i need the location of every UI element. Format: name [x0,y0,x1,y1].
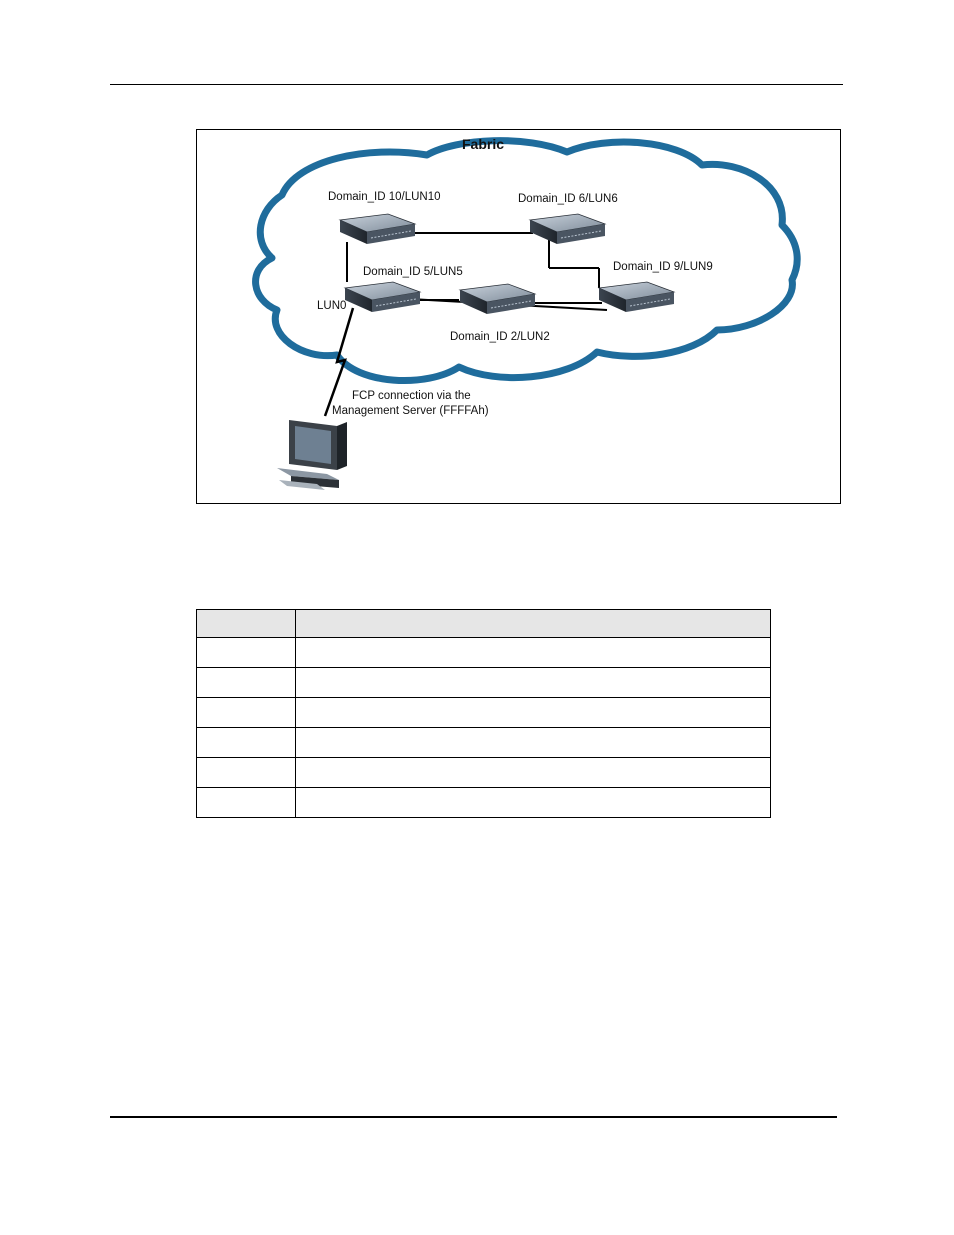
table-cell [196,637,296,668]
fabric-label: Fabric [462,136,505,152]
fabric-diagram-svg [252,137,801,490]
table-cell [295,667,771,698]
fabric-cloud [252,137,801,384]
switch-label-domain-9: Domain_ID 9/LUN9 [613,261,713,273]
table-row [196,727,771,758]
table-cell [196,667,296,698]
fcp-connection-bolt [323,307,355,417]
switch-label-domain-2: Domain_ID 2/LUN2 [450,331,550,343]
table-cell [295,637,771,668]
switch-label-domain-6: Domain_ID 6/LUN6 [518,193,618,205]
table-cell [196,757,296,788]
table-row [196,787,771,818]
table-cell [295,757,771,788]
table-header-row [196,609,771,638]
table-row [196,637,771,668]
table-row [196,757,771,788]
table-cell [295,787,771,818]
data-table [196,609,771,818]
table-header-cell [196,609,296,638]
footer-rule [110,1116,837,1118]
fabric-diagram: Fabric Domain_ID 10/LUN10 Domain_ID 6/LU… [196,129,841,504]
table-row [196,697,771,728]
switch-label-domain-5: Domain_ID 5/LUN5 [363,266,463,278]
table-cell [196,727,296,758]
table-cell [196,787,296,818]
switch-domain-9 [597,281,676,312]
computer-icon [277,420,347,490]
switch-domain-5 [343,281,422,312]
header-rule [110,84,843,85]
table-cell [295,727,771,758]
switch-domain-10 [338,213,417,244]
table-row [196,667,771,698]
lun0-label: LUN0 [317,300,347,312]
connection-label-line1: FCP connection via the [352,390,471,402]
table-cell [196,697,296,728]
table-cell [295,697,771,728]
table-header-cell [295,609,771,638]
connection-label-line2: Management Server (FFFFAh) [332,405,489,417]
switch-label-domain-10: Domain_ID 10/LUN10 [328,191,441,203]
switch-domain-2 [458,283,537,314]
switch-domain-6 [528,213,607,244]
